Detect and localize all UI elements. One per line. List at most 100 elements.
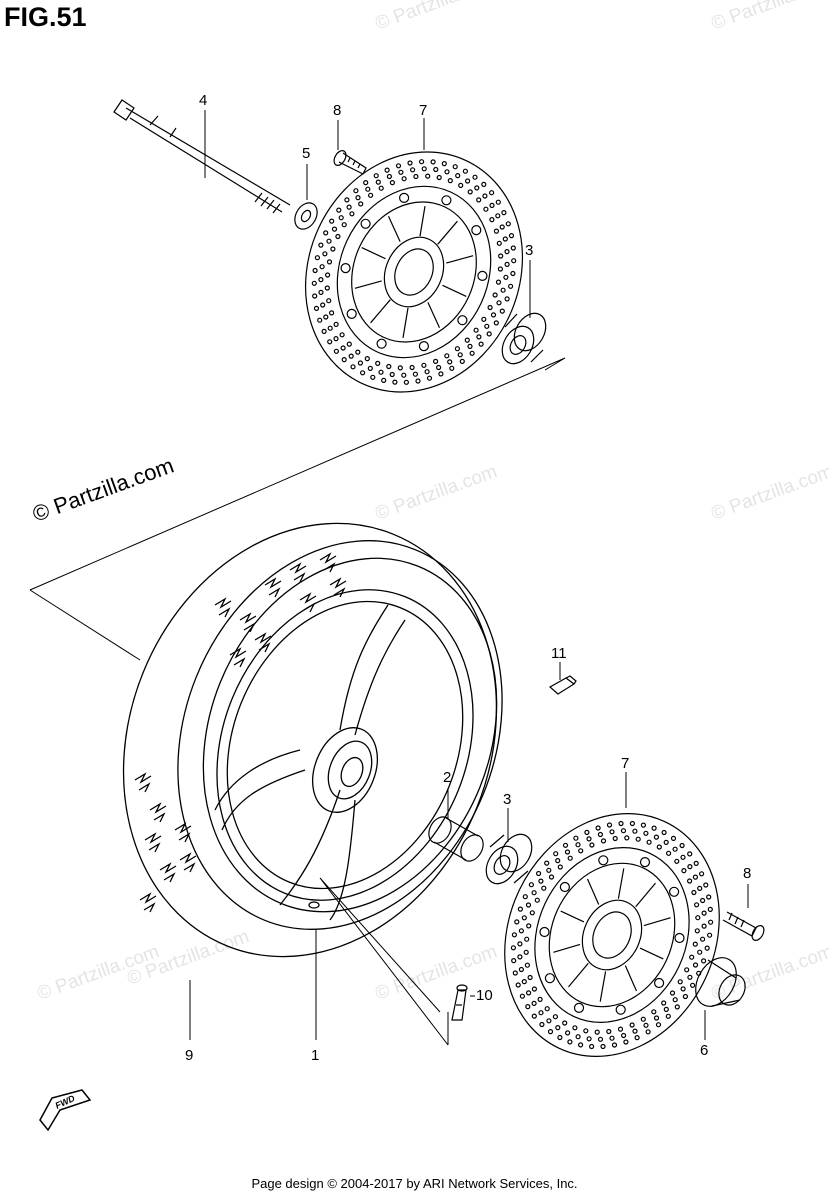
disc-hole: [449, 365, 455, 371]
disc-hole: [333, 336, 339, 342]
disc-hole: [441, 161, 447, 167]
disc-hole: [455, 173, 461, 179]
disc-hole: [674, 1004, 680, 1010]
disc-hole: [321, 328, 327, 334]
disc-hole: [510, 245, 516, 251]
disc-rivet: [418, 341, 429, 352]
disc-spoke: [354, 280, 382, 289]
disc-hole: [512, 970, 518, 976]
disc-hole: [539, 1021, 545, 1028]
disc-hole: [438, 371, 444, 377]
disc-hole: [531, 1013, 537, 1019]
disc-hole: [444, 353, 450, 359]
disc-rivet: [544, 973, 556, 984]
disc-hole: [378, 185, 384, 191]
disc-hole: [454, 346, 460, 352]
disc-spoke: [387, 215, 401, 242]
disc-hole: [495, 279, 502, 285]
disc-hole: [457, 352, 463, 358]
disc-hole: [327, 339, 333, 345]
disc-hole: [496, 240, 502, 246]
disc-hole: [677, 979, 683, 985]
disc-hole: [518, 966, 525, 973]
disc-spoke: [599, 971, 607, 1002]
disc-hole: [318, 277, 324, 283]
disc-hole: [327, 325, 333, 331]
disc-hole: [452, 164, 458, 170]
callout-label: 7: [621, 755, 629, 772]
disc-rivet: [471, 225, 482, 236]
disc-hole: [575, 1034, 581, 1040]
disc-hole: [632, 1028, 638, 1034]
disc-hole: [426, 375, 433, 381]
disc-hole: [697, 885, 703, 892]
tread-mark: [139, 892, 157, 913]
disc-hole: [606, 1028, 612, 1035]
disc-hole: [398, 169, 404, 175]
disc-hole: [707, 919, 714, 925]
disc-hole: [375, 360, 381, 366]
disc-rivet: [559, 881, 571, 893]
disc-hole: [389, 371, 395, 378]
axle-washer: [294, 202, 318, 230]
disc-hole: [462, 168, 468, 174]
disc-hole: [589, 842, 595, 848]
disc-hole: [511, 957, 517, 964]
watermark-text: © Partzilla.com: [373, 461, 500, 525]
disc-hole: [364, 356, 370, 362]
disc-hole: [544, 860, 550, 866]
disc-spoke: [370, 299, 391, 324]
disc-hole: [436, 364, 442, 371]
disc-rivet: [615, 1004, 626, 1015]
disc-hole: [469, 350, 475, 356]
disc-hole: [346, 341, 352, 347]
disc-hole: [409, 364, 415, 371]
callout-label: 2: [443, 769, 451, 786]
disc-hole: [531, 1000, 537, 1007]
disc-hole: [611, 1042, 618, 1048]
disc-hole: [609, 829, 615, 835]
disc-hole: [329, 218, 335, 224]
disc-hole: [653, 834, 660, 840]
disc-hole: [465, 178, 471, 184]
disc-spoke: [361, 247, 386, 260]
tread-mark: [174, 822, 192, 843]
disc-hole: [526, 923, 532, 929]
disc-hole: [318, 289, 324, 295]
disc-hole: [600, 1043, 606, 1050]
disc-hole: [674, 858, 680, 864]
disc-hole: [701, 923, 707, 929]
disc-hole: [684, 967, 690, 973]
disc-hole: [640, 1016, 646, 1022]
disc-hole: [547, 1028, 554, 1035]
disc-spoke: [643, 917, 671, 927]
disc-rivet: [639, 856, 651, 868]
disc-hole: [447, 178, 453, 184]
disc-hole: [358, 201, 364, 207]
disc-hole: [700, 958, 707, 964]
brake-disc-upper: [304, 151, 524, 393]
wheel-rim: [214, 589, 474, 921]
disc-hole: [504, 249, 510, 255]
disc-hole: [597, 831, 604, 838]
callout-label: 5: [302, 145, 310, 162]
disc-hole: [679, 842, 685, 849]
disc-hole: [324, 285, 330, 291]
disc-spoke: [402, 307, 409, 338]
disc-hole: [681, 867, 687, 874]
disc-hole: [326, 298, 332, 304]
disc-hole: [384, 167, 390, 173]
disc-hole: [375, 179, 381, 185]
wheel-spacer: [428, 816, 484, 862]
disc-hole: [594, 1029, 600, 1035]
disc-hole: [357, 360, 363, 366]
disc-hole: [665, 850, 672, 856]
disc-hole: [562, 842, 569, 848]
disc-hole: [694, 928, 700, 934]
disc-hole: [620, 828, 627, 834]
watermark-group: © Partzilla.com © Partzilla.com © Partzi…: [35, 0, 829, 1005]
disc-rivet: [360, 218, 371, 229]
disc-hole: [392, 379, 398, 385]
disc-hole: [412, 371, 418, 377]
disc-rivet: [441, 195, 452, 206]
